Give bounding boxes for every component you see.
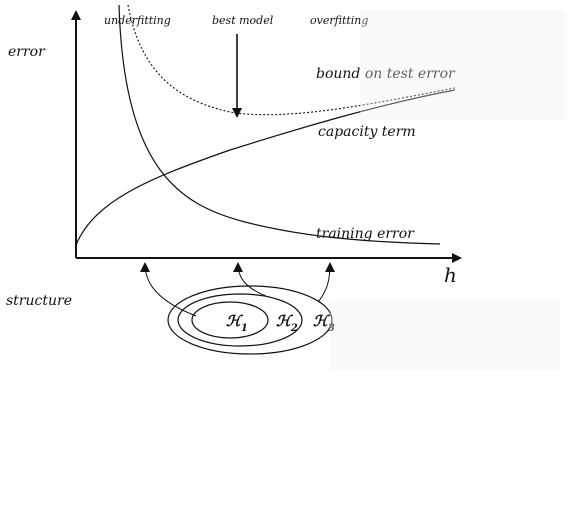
capacity-label: capacity term (318, 124, 416, 140)
best-model-label: best model (212, 14, 274, 27)
underfitting-label: underfitting (104, 14, 171, 27)
hypothesis-set-2-label: ℋ2 (276, 312, 298, 334)
training-error-curve (118, 4, 441, 245)
set-1-to-axis-arrow (140, 262, 197, 317)
hypothesis-set-3-label: ℋ3 (313, 312, 335, 334)
capacity-term-curve (75, 89, 456, 246)
set-2-to-axis-arrow (233, 262, 267, 297)
background-ghost (330, 300, 560, 370)
structure-label: structure (6, 293, 72, 309)
x-axis-label: h (444, 263, 457, 287)
hypothesis-set-1-label: ℋ1 (226, 312, 248, 334)
hypothesis-set-1-ellipse (191, 301, 269, 339)
hypothesis-set-2-ellipse (177, 293, 303, 347)
overfitting-label: overfitting (310, 14, 368, 27)
bound-label: bound on test error (316, 66, 456, 82)
set-3-to-axis-arrow (317, 262, 335, 303)
y-axis-label: error (8, 44, 46, 60)
training-label: training error (316, 226, 415, 242)
hypothesis-set-3-ellipse (167, 285, 333, 355)
background-ghost (360, 10, 565, 120)
